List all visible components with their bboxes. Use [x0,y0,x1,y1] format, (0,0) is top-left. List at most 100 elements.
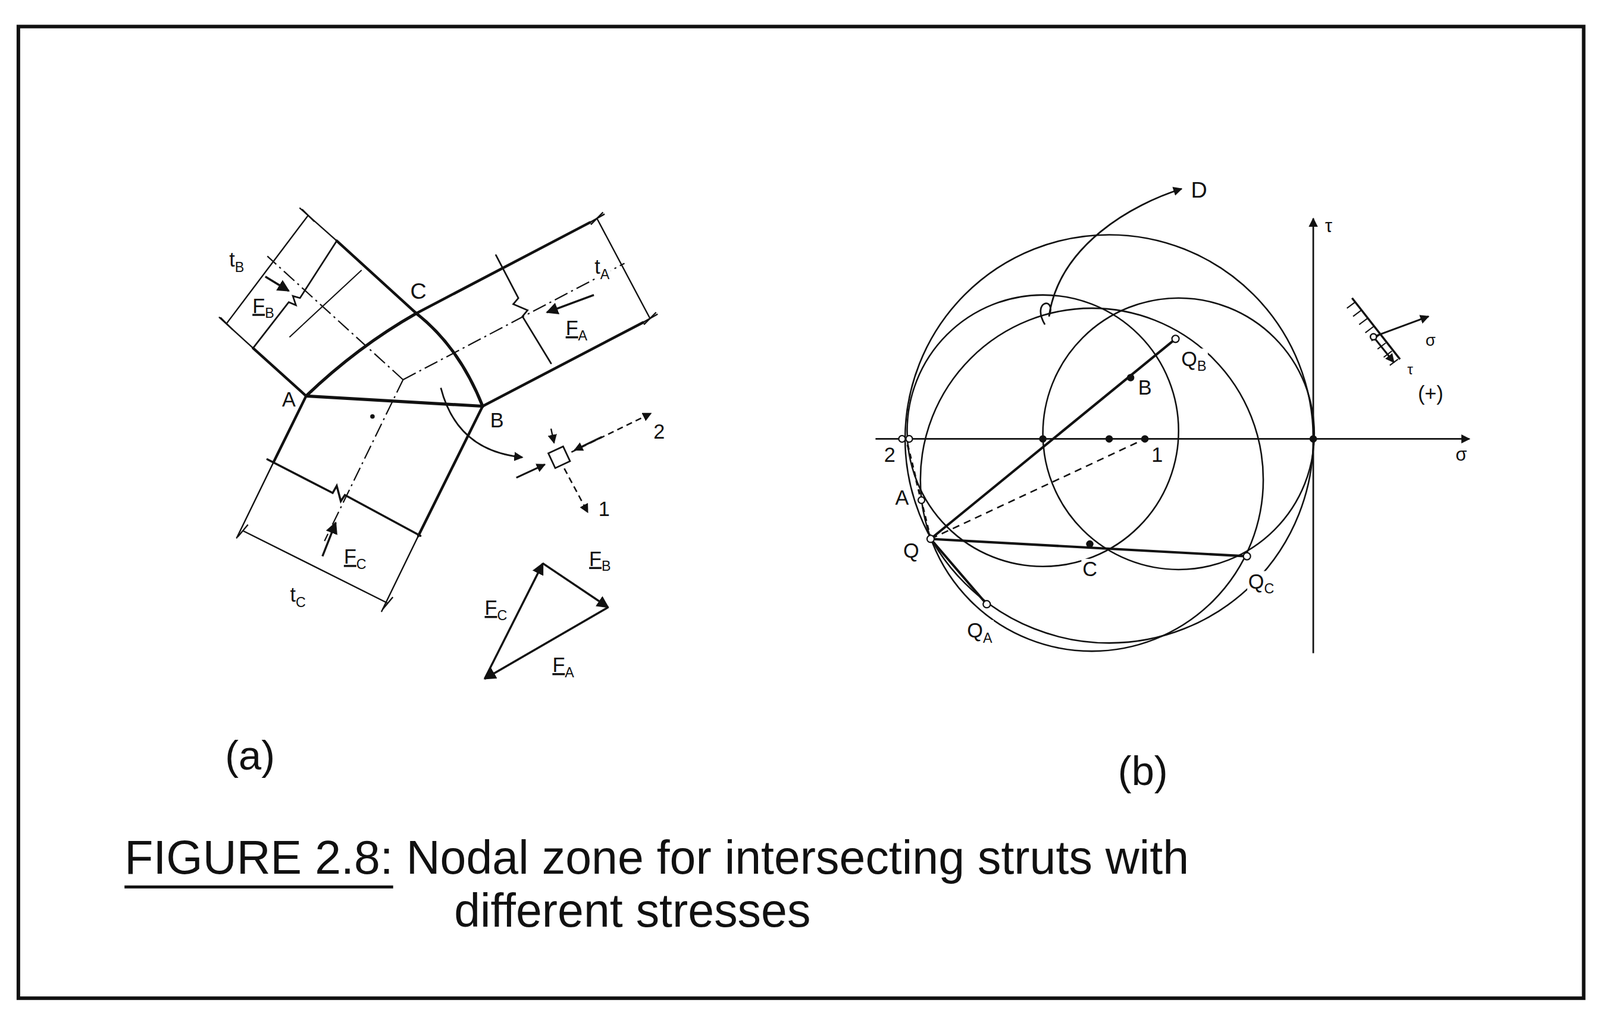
axis [875,218,1470,654]
force-label: FC [483,597,509,619]
strut-outline [219,208,658,612]
dimension-label: tC [289,584,308,606]
subscript: C [356,556,367,572]
subscript: B [1197,358,1207,374]
dimension-line [226,215,309,324]
axis-label: τ [1406,361,1415,377]
point-dot [1040,435,1047,442]
centroid-dot [370,414,375,419]
main-letter: F [589,547,602,571]
sign-convention [1373,316,1429,337]
sign-convention [1373,336,1394,363]
subscript: A [578,327,588,344]
leader-arrow [440,387,523,458]
centerline [402,262,625,380]
point-dot [906,435,913,443]
sign-convention [1347,302,1399,366]
pole-line [930,438,1145,539]
force-triangle [484,563,609,679]
force-label: FA [551,654,576,676]
point-dot [918,496,925,504]
dimension-line [596,218,650,319]
point-label: A [280,389,297,411]
subscript: A [564,664,575,681]
main-letter: F [252,294,265,318]
point-dot [1243,552,1251,560]
pole-line [930,538,1248,556]
sign-convention [1347,298,1429,366]
sign-label: (+) [1416,383,1445,405]
pole-line [930,338,1176,539]
force-arrow [546,295,594,313]
caption-underline [124,885,394,889]
mohr-circle [905,234,1315,651]
nodal-zone [305,312,416,396]
subscript: B [264,305,275,321]
main-letter: F [565,316,579,340]
point-label: B [489,409,505,432]
point-label: 1 [1150,444,1164,466]
strut-outline [495,255,551,364]
force-label: FC [342,546,368,568]
dimension-line [220,209,315,330]
stress-element [516,413,651,513]
point-dot [899,435,906,443]
point-dot [1106,435,1113,442]
point-label: 2 [883,444,897,466]
axis-label: σ [1424,332,1437,350]
pole-line [930,538,987,604]
strut-outline [252,348,306,397]
sign-convention [1351,298,1401,360]
strut-outline [482,322,643,407]
frame [18,26,1584,999]
stress-element [564,468,588,513]
subscript: C [295,594,306,610]
point-dot [899,334,1317,608]
strut-outline [336,240,417,314]
main-letter: F [552,653,565,676]
force-arrow [265,276,594,557]
point-dot [1141,435,1148,442]
subscript: B [601,558,612,574]
nodal-zone [305,312,483,406]
mohr-circle [1043,298,1315,570]
mohr-circle [905,234,1314,643]
main-letter: t [290,583,297,606]
panel-label: (b) [1116,749,1169,792]
point-label: Q [902,540,920,562]
main-letter: Q [1248,570,1265,593]
figure-caption: FIGURE 2.8: Nodal zone for intersecting … [124,831,1344,938]
strut-outline [289,270,362,337]
point-label: A [894,487,910,509]
dimension-label: tB [228,249,246,271]
dimension-line [590,212,657,325]
main-letter: F [484,596,498,619]
subscript: A [982,630,993,646]
leader-arrow [1040,188,1182,325]
stress-element [574,436,603,450]
subscript: C [1264,580,1275,597]
strut-outline [219,208,337,349]
stress-element [550,428,554,443]
dimension-label: tA [593,256,612,278]
main-letter: Q [966,618,983,642]
main-letter: Q [1181,347,1198,371]
centerline [267,255,625,541]
point-dot [1086,540,1093,547]
mohr-circle [920,308,1264,651]
strut-outline [589,214,657,323]
dimension-line [220,209,656,610]
point-label: QC [1247,570,1276,593]
strut-outline [418,406,483,537]
pole-line [906,338,1248,604]
sign-convention [1370,333,1377,340]
dimension-line [242,530,388,604]
point-label: C [1081,558,1098,581]
point-dot [1310,435,1317,442]
strut-outline [267,459,421,537]
panel-label: (a) [224,733,277,777]
nodal-zone [416,312,483,406]
main-letter: t [594,255,601,279]
direction-label: 1 [597,498,612,521]
